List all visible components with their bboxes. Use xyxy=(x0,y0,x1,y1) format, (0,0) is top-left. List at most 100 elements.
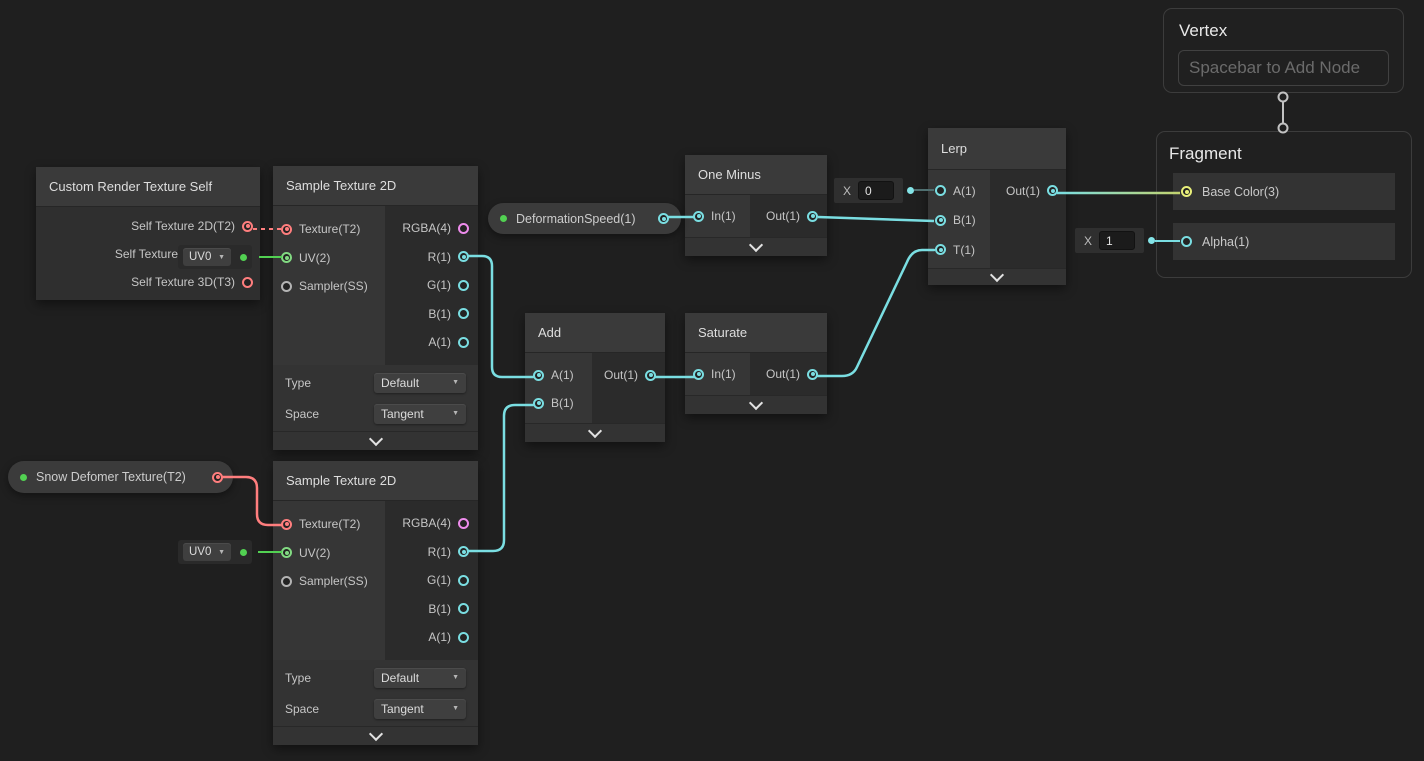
port-label: Out(1) xyxy=(603,368,638,382)
node-lerp[interactable]: Lerp A(1) B(1) T(1) Out(1) xyxy=(928,128,1066,285)
selftexture3d-port-icon[interactable] xyxy=(242,276,253,288)
a-port-icon[interactable] xyxy=(533,369,544,381)
property-out-port-icon[interactable] xyxy=(658,213,669,224)
a-port-icon[interactable] xyxy=(935,185,946,197)
chevron-down-icon xyxy=(748,395,764,410)
a-out-port-icon[interactable] xyxy=(458,336,469,348)
r-out-port-icon[interactable] xyxy=(458,251,469,263)
vertex-add-node-placeholder[interactable]: Spacebar to Add Node xyxy=(1178,50,1389,86)
port-label: RGBA(4) xyxy=(402,221,451,236)
fragment-alpha-row[interactable]: Alpha(1) xyxy=(1173,223,1395,260)
g-out-port-icon[interactable] xyxy=(458,279,469,291)
rgba-out-port-icon[interactable] xyxy=(458,222,469,234)
node-saturate[interactable]: Saturate In(1) Out(1) xyxy=(685,313,827,414)
collapse-button[interactable] xyxy=(273,431,478,450)
port-label: Self Texture 2D(T2) xyxy=(131,219,235,233)
collapse-button[interactable] xyxy=(525,423,665,442)
node-one-minus[interactable]: One Minus In(1) Out(1) xyxy=(685,155,827,256)
node-title[interactable]: Lerp xyxy=(928,128,1066,170)
wire-oneminus-to-lerp-b[interactable] xyxy=(817,215,935,223)
port-label: A(1) xyxy=(551,368,574,382)
node-sample-texture-2d-bottom[interactable]: Sample Texture 2D Texture(T2) UV(2) Samp… xyxy=(273,461,478,745)
property-label: Snow Defomer Texture(T2) xyxy=(36,470,186,484)
space-dropdown[interactable]: Tangent▼ xyxy=(374,698,466,719)
vertex-context[interactable]: Vertex Spacebar to Add Node xyxy=(1163,8,1404,93)
b-out-port-icon[interactable] xyxy=(458,603,469,615)
output-row: Self Texture xyxy=(36,240,260,268)
in-port-icon[interactable] xyxy=(693,368,704,380)
uv-in-port-icon[interactable] xyxy=(281,252,292,264)
node-title[interactable]: Sample Texture 2D xyxy=(273,461,478,501)
node-title[interactable]: Saturate xyxy=(685,313,827,353)
uv-channel-dropdown[interactable]: UV0▼ xyxy=(183,543,231,561)
sampler-in-port-icon[interactable] xyxy=(281,280,292,292)
port-label: A(1) xyxy=(428,335,451,350)
fragment-basecolor-row[interactable]: Base Color(3) xyxy=(1173,173,1395,210)
uv-channel-dropdown[interactable]: UV0▼ xyxy=(183,248,231,266)
selftexture2d-port-icon[interactable] xyxy=(242,220,253,232)
out-port-icon[interactable] xyxy=(807,368,818,380)
x-component-label: X xyxy=(1084,233,1093,248)
uv-channel-widget-top: UV0▼ xyxy=(178,245,252,269)
out-port-icon[interactable] xyxy=(645,369,656,381)
property-deformation-speed[interactable]: DeformationSpeed(1) xyxy=(488,203,681,234)
node-title[interactable]: One Minus xyxy=(685,155,827,195)
port-label: B(1) xyxy=(551,396,574,410)
space-dropdown[interactable]: Tangent▼ xyxy=(374,403,466,424)
type-dropdown[interactable]: Default▼ xyxy=(374,667,466,688)
texture-in-port-icon[interactable] xyxy=(281,518,292,530)
node-title[interactable]: Sample Texture 2D xyxy=(273,166,478,206)
g-out-port-icon[interactable] xyxy=(458,574,469,586)
wire-saturate-to-lerp-t[interactable] xyxy=(816,248,936,378)
exposed-property-dot-icon xyxy=(500,215,507,222)
port-label: Out(1) xyxy=(765,367,800,381)
rgba-out-port-icon[interactable] xyxy=(458,517,469,529)
uv-in-port-icon[interactable] xyxy=(281,547,292,559)
alpha-value-field[interactable]: 1 xyxy=(1099,231,1136,250)
uv-connector-dot-icon xyxy=(240,548,247,556)
node-custom-render-texture-self[interactable]: Custom Render Texture Self Self Texture … xyxy=(36,167,260,300)
type-label: Type xyxy=(285,375,312,390)
collapse-button[interactable] xyxy=(685,237,827,256)
dropdown-arrow-icon: ▼ xyxy=(218,253,225,261)
node-add[interactable]: Add A(1) B(1) Out(1) xyxy=(525,313,665,442)
node-sample-texture-2d-top[interactable]: Sample Texture 2D Texture(T2) UV(2) Samp… xyxy=(273,166,478,450)
uv-connector-dot-icon xyxy=(240,253,247,261)
texture-in-port-icon[interactable] xyxy=(281,223,292,235)
property-snow-deformer-texture[interactable]: Snow Defomer Texture(T2) xyxy=(8,461,233,493)
lerp-a-connector-dot-icon xyxy=(907,187,914,194)
in-port-icon[interactable] xyxy=(693,210,704,222)
fragment-context[interactable]: Fragment Base Color(3) Alpha(1) xyxy=(1156,131,1412,278)
type-value: Default xyxy=(381,670,420,685)
collapse-button[interactable] xyxy=(273,726,478,745)
port-label: G(1) xyxy=(427,573,451,588)
out-port-icon[interactable] xyxy=(807,210,818,222)
sampler-in-port-icon[interactable] xyxy=(281,575,292,587)
vertex-title: Vertex xyxy=(1179,21,1228,40)
t-port-icon[interactable] xyxy=(935,244,946,256)
alpha-port-icon[interactable] xyxy=(1181,236,1192,247)
lerp-a-value-field[interactable]: 0 xyxy=(858,181,895,200)
port-label: RGBA(4) xyxy=(402,516,451,531)
property-out-port-icon[interactable] xyxy=(212,471,223,483)
chevron-down-icon xyxy=(368,431,383,446)
b-port-icon[interactable] xyxy=(935,214,946,226)
collapse-button[interactable] xyxy=(928,267,1066,285)
basecolor-port-icon[interactable] xyxy=(1181,186,1192,197)
alpha-connector-dot-icon xyxy=(1148,237,1155,244)
b-out-port-icon[interactable] xyxy=(458,308,469,320)
port-label: G(1) xyxy=(427,278,451,293)
b-port-icon[interactable] xyxy=(533,397,544,409)
r-out-port-icon[interactable] xyxy=(458,546,469,558)
node-title[interactable]: Add xyxy=(525,313,665,353)
space-label: Space xyxy=(285,406,320,421)
type-dropdown[interactable]: Default▼ xyxy=(374,372,466,393)
connector-handle-top[interactable] xyxy=(1277,91,1289,103)
x-component-label: X xyxy=(843,183,852,198)
node-title[interactable]: Custom Render Texture Self xyxy=(36,167,260,207)
a-out-port-icon[interactable] xyxy=(458,631,469,643)
collapse-button[interactable] xyxy=(685,395,827,414)
port-label: Sampler(SS) xyxy=(299,279,368,294)
out-port-icon[interactable] xyxy=(1047,185,1058,197)
